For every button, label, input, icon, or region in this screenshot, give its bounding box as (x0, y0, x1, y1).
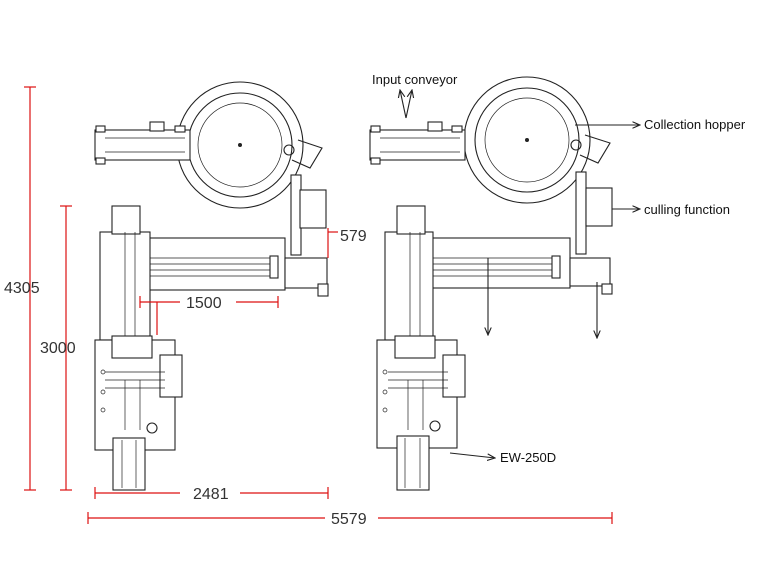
dim-machine-height: 3000 (40, 340, 76, 357)
dim-conveyor-length: 1500 (186, 295, 222, 312)
label-culling-function: culling function (644, 202, 730, 217)
left-culling-box (299, 189, 327, 229)
right-horizontal-conveyor (419, 237, 571, 289)
label-input-conveyor: Input conveyor (372, 72, 458, 87)
dim-total-height: 4305 (4, 280, 40, 297)
right-machine (369, 76, 613, 491)
label-collection-hopper: Collection hopper (644, 117, 746, 132)
right-input-conveyor (369, 129, 466, 161)
dimension-lines (24, 86, 613, 524)
dim-total-width: 5579 (331, 511, 367, 528)
dim-machine-width: 2481 (193, 486, 229, 503)
label-leaders (400, 90, 640, 458)
right-tower (384, 231, 434, 341)
left-machine (94, 81, 329, 491)
label-model: EW-250D (500, 450, 556, 465)
left-input-conveyor (94, 129, 191, 161)
right-culling-box (585, 187, 613, 227)
dim-offset: 579 (340, 228, 367, 245)
